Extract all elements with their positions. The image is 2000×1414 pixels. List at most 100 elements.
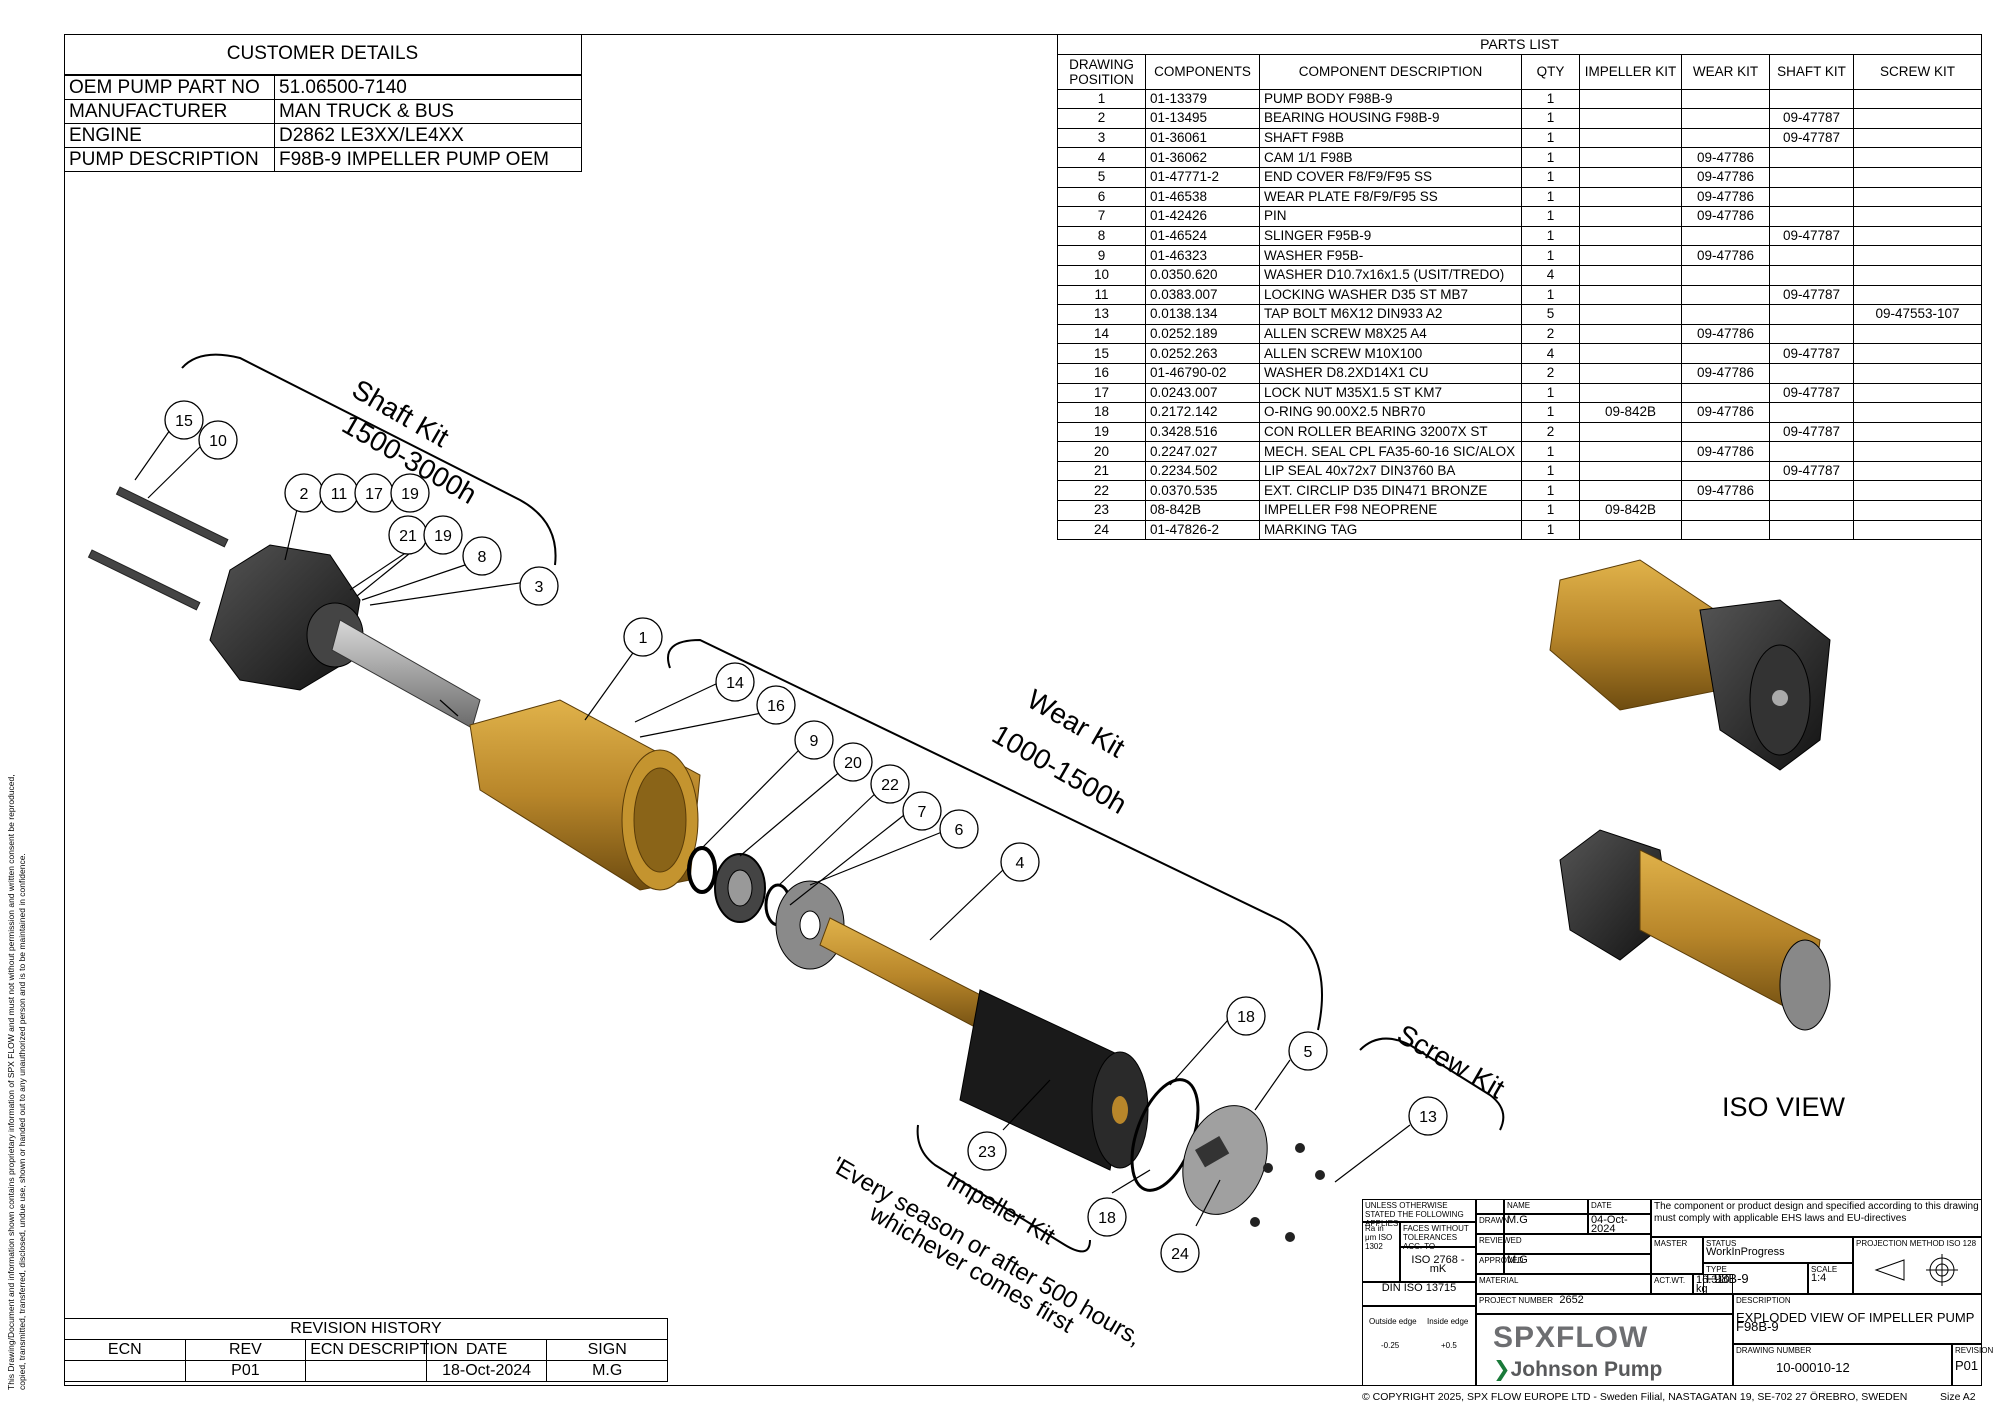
type-label: TYPE <box>1706 1265 1727 1274</box>
callout-balloon <box>198 420 238 460</box>
parts-cell: 0.2234.502 <box>1145 460 1260 482</box>
end-cover <box>1182 1105 1268 1215</box>
title-block: UNLESS OTHERWISE STATED THE FOLLOWING AP… <box>1362 1199 1993 1386</box>
parts-cell: 22 <box>1057 480 1146 502</box>
parts-cell: 01-13379 <box>1145 88 1260 110</box>
blank-cell <box>1476 1199 1504 1214</box>
callout-number: 19 <box>401 486 419 503</box>
parts-cell: 24 <box>1057 519 1146 541</box>
inside-edge-label: Inside edge <box>1427 1317 1469 1326</box>
callout-balloon <box>1226 996 1266 1036</box>
parts-cell: EXT. CIRCLIP D35 DIN471 BRONZE <box>1259 480 1522 502</box>
callout-balloon <box>756 685 796 725</box>
revision-value: P01 <box>1955 1358 1979 1373</box>
status-label: STATUS <box>1706 1239 1737 1248</box>
scale-label: SCALE <box>1811 1265 1838 1274</box>
parts-cell: ALLEN SCREW M8X25 A4 <box>1259 323 1522 345</box>
callout-number: 19 <box>434 528 452 545</box>
callout-balloon <box>1160 1233 1200 1273</box>
parts-cell: 09-47786 <box>1681 323 1770 345</box>
callout-balloon <box>423 515 463 555</box>
revision-cell <box>305 1360 427 1382</box>
parts-cell: 0.2172.142 <box>1145 402 1260 423</box>
parts-header: COMPONENT DESCRIPTION <box>1259 53 1522 90</box>
callout-balloon <box>164 400 204 440</box>
parts-cell: TAP BOLT M6X12 DIN933 A2 <box>1259 304 1522 325</box>
callout-number: 20 <box>844 755 862 772</box>
date-header: DATE <box>1588 1199 1651 1214</box>
parts-header: COMPONENTS <box>1145 53 1260 90</box>
parts-cell: 09-47786 <box>1681 166 1770 188</box>
parts-header: SHAFT KIT <box>1769 53 1854 90</box>
customer-value: MAN TRUCK & BUS <box>274 99 582 124</box>
approved-label: APPROVED <box>1476 1254 1523 1274</box>
parts-cell: 0.0252.189 <box>1145 323 1260 345</box>
callout-balloon <box>794 720 834 760</box>
parts-cell: 09-47786 <box>1681 441 1770 462</box>
parts-cell: LIP SEAL 40x72x7 DIN3760 BA <box>1259 460 1522 482</box>
project-number: 2652 <box>1559 1294 1584 1306</box>
drawing-number: 10-00010-12 <box>1776 1360 1850 1375</box>
revision-header: ECN <box>64 1339 186 1361</box>
parts-cell: 01-46524 <box>1145 225 1260 247</box>
drawing-frame <box>64 34 1982 1386</box>
description-value: EXPLODED VIEW OF IMPELLER PUMP F98B-9 <box>1736 1310 1975 1334</box>
callout-balloon <box>1087 1197 1127 1237</box>
edge-block: Outside edge Inside edge -0.25 +0.5 <box>1362 1306 1476 1386</box>
parts-cell: 0.0370.535 <box>1145 480 1260 502</box>
parts-cell: 09-47786 <box>1681 480 1770 502</box>
master-label: MASTER <box>1651 1237 1703 1274</box>
callout-balloon <box>1000 842 1040 882</box>
callout-number: 9 <box>810 733 819 750</box>
callout-balloon <box>715 662 755 702</box>
parts-cell: 0.0350.620 <box>1145 264 1260 286</box>
parts-header: QTY <box>1521 53 1580 90</box>
copyright: © COPYRIGHT 2025, SPX FLOW EUROPE LTD - … <box>1362 1391 1908 1403</box>
iso-view-2 <box>1559 829 1831 1031</box>
callout-number: 23 <box>978 1144 996 1161</box>
parts-cell: 09-47787 <box>1769 284 1854 306</box>
screw-kit-brace <box>1359 1037 1505 1131</box>
callout-number: 24 <box>1171 1246 1189 1263</box>
parts-cell: CON ROLLER BEARING 32007X ST <box>1259 421 1522 443</box>
callout-balloon <box>967 1131 1007 1171</box>
brand-cell: SPXFLOW ❯Johnson Pump <box>1476 1314 1733 1386</box>
parts-cell: 21 <box>1057 460 1146 482</box>
parts-cell: 09-47787 <box>1769 382 1854 404</box>
outside-edge-label: Outside edge <box>1369 1317 1417 1326</box>
drawn-by: M.G <box>1504 1214 1588 1234</box>
revision-header: DATE <box>425 1339 548 1361</box>
type-cell: TYPE F98B-9 <box>1703 1263 1808 1294</box>
drawn-date: 04-Oct-2024 <box>1588 1214 1651 1235</box>
parts-cell: WASHER F95B- <box>1259 245 1522 266</box>
callout-number: 21 <box>399 528 417 545</box>
allen-screws-shaft <box>87 486 229 611</box>
parts-cell: BEARING HOUSING F98B-9 <box>1259 108 1522 129</box>
callout-balloon <box>1408 1096 1448 1136</box>
parts-cell: LOCK NUT M35X1.5 ST KM7 <box>1259 382 1522 404</box>
callout-balloon <box>833 742 873 782</box>
projection-cell: PROJECTION METHOD ISO 128 <box>1853 1237 1982 1294</box>
callout-number: 5 <box>1304 1044 1313 1061</box>
callout-balloon <box>519 566 559 606</box>
parts-header: IMPELLER KIT <box>1579 53 1682 90</box>
customer-value: D2862 LE3XX/LE4XX <box>274 123 582 148</box>
inside-edge-value: +0.5 <box>1441 1341 1457 1350</box>
parts-cell: 09-47553-107 <box>1853 304 1982 325</box>
callout-number: 8 <box>478 549 487 566</box>
material-label: MATERIAL <box>1476 1274 1651 1294</box>
pump-body <box>469 699 701 891</box>
